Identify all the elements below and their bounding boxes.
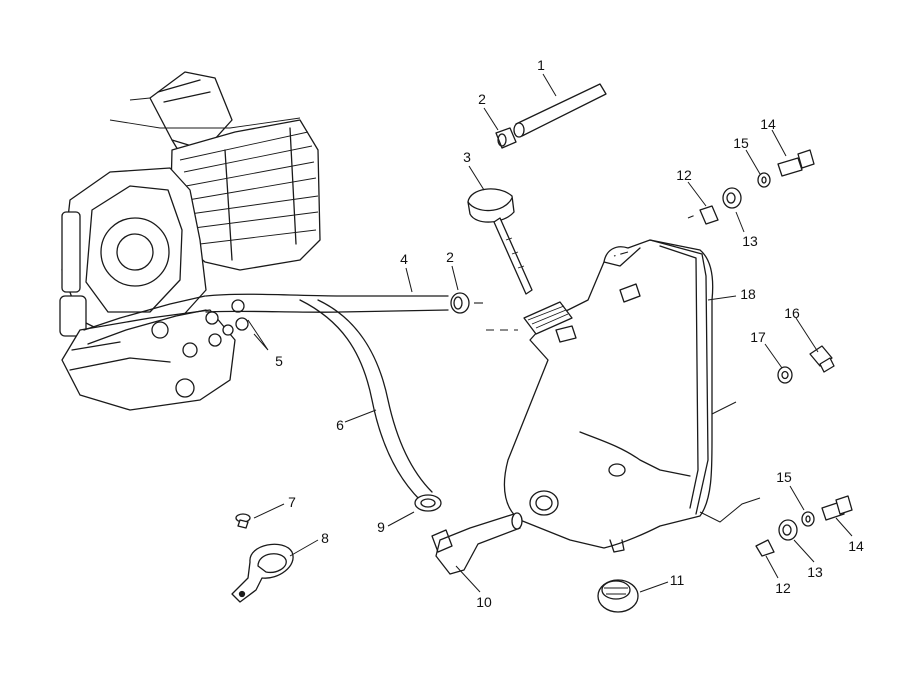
callout-16: 16	[784, 305, 800, 321]
callout-3: 3	[463, 149, 471, 165]
screw-7	[235, 513, 251, 529]
hose-4	[205, 293, 449, 313]
bolt-14-lower	[821, 495, 853, 521]
spacer-12-lower	[755, 539, 775, 557]
dipstick-cap-3	[467, 188, 533, 295]
hose-6	[299, 299, 433, 501]
callout-11: 11	[670, 572, 685, 588]
grommet-11	[597, 579, 639, 613]
callout-14-lower: 14	[848, 538, 864, 554]
callout-labels: 1 2 3 4 2 5 6 7 8 9 10 11 12 13 15 14 18…	[275, 57, 864, 610]
washer-17	[777, 366, 793, 384]
callout-6: 6	[336, 417, 344, 433]
washer-15-upper	[757, 172, 771, 188]
grommet-13-lower	[778, 519, 798, 541]
callout-17: 17	[750, 329, 766, 345]
grommet-13-upper	[722, 187, 742, 209]
clamp-2-lower	[450, 292, 470, 314]
clamp-9	[414, 494, 442, 512]
bolt-14-upper	[777, 149, 815, 177]
tube-1	[513, 83, 607, 138]
callout-18: 18	[740, 286, 756, 302]
engine-assembly	[59, 71, 321, 411]
fitting-16	[809, 345, 835, 373]
callout-8: 8	[321, 530, 329, 546]
callout-13-upper: 13	[742, 233, 758, 249]
callout-4: 4	[400, 251, 408, 267]
clamp-2-upper	[495, 127, 517, 149]
callout-12-upper: 12	[676, 167, 692, 183]
washer-15-lower	[801, 511, 815, 527]
callout-15-upper: 15	[733, 135, 749, 151]
callout-13-lower: 13	[807, 564, 823, 580]
oil-tank-18	[503, 239, 714, 553]
callout-2-lower: 2	[446, 249, 454, 265]
callout-5: 5	[275, 353, 283, 369]
callout-12-lower: 12	[775, 580, 791, 596]
clamp-bracket-8	[231, 543, 294, 603]
callout-14-upper: 14	[760, 116, 776, 132]
spacer-12-upper	[699, 205, 719, 225]
callout-1: 1	[537, 57, 545, 73]
callout-2-upper: 2	[478, 91, 486, 107]
callout-10: 10	[476, 594, 492, 610]
callout-7: 7	[288, 494, 296, 510]
callout-15-lower: 15	[776, 469, 792, 485]
callout-9: 9	[377, 519, 385, 535]
leader-lines	[247, 73, 853, 593]
elbow-fitting-10	[431, 512, 523, 575]
